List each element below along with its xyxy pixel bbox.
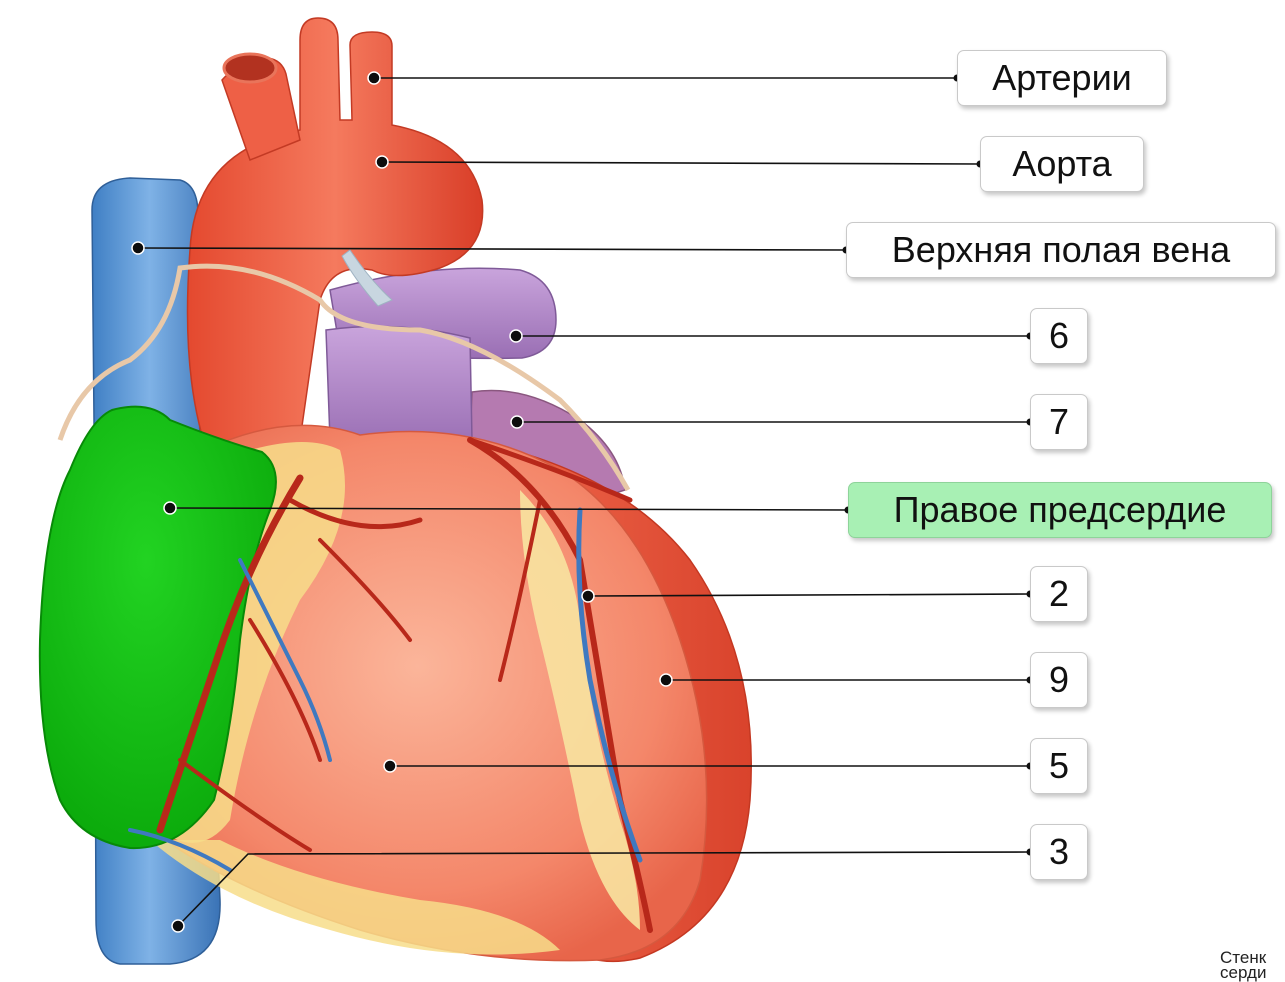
- anchor-dot-aorta: [376, 156, 388, 168]
- leader-line-m2: [588, 594, 1030, 596]
- label-right-atrium[interactable]: Правое предсердие: [848, 482, 1272, 538]
- anchor-dot-m7: [511, 416, 523, 428]
- anchor-dot-arteries: [368, 72, 380, 84]
- anchor-dot-m5: [384, 760, 396, 772]
- corner-note-line2: серди: [1220, 965, 1266, 980]
- label-arteries[interactable]: Артерии: [957, 50, 1167, 106]
- label-marker-2[interactable]: 2: [1030, 566, 1088, 622]
- leader-line-aorta: [382, 162, 980, 164]
- anchor-dot-m3: [172, 920, 184, 932]
- anchor-dot-m2: [582, 590, 594, 602]
- label-marker-6[interactable]: 6: [1030, 308, 1088, 364]
- label-marker-7[interactable]: 7: [1030, 394, 1088, 450]
- corner-note: Стенк серди: [1220, 950, 1266, 980]
- leader-line-m3: [178, 852, 1030, 926]
- label-marker-3[interactable]: 3: [1030, 824, 1088, 880]
- label-marker-5[interactable]: 5: [1030, 738, 1088, 794]
- leader-line-svc: [138, 248, 846, 250]
- anchor-dot-m9: [660, 674, 672, 686]
- leader-line-ra: [170, 508, 848, 510]
- label-marker-9[interactable]: 9: [1030, 652, 1088, 708]
- anchor-dot-svc: [132, 242, 144, 254]
- anchor-dot-ra: [164, 502, 176, 514]
- label-aorta[interactable]: Аорта: [980, 136, 1144, 192]
- label-superior-vena-cava[interactable]: Верхняя полая вена: [846, 222, 1276, 278]
- anchor-dot-m6: [510, 330, 522, 342]
